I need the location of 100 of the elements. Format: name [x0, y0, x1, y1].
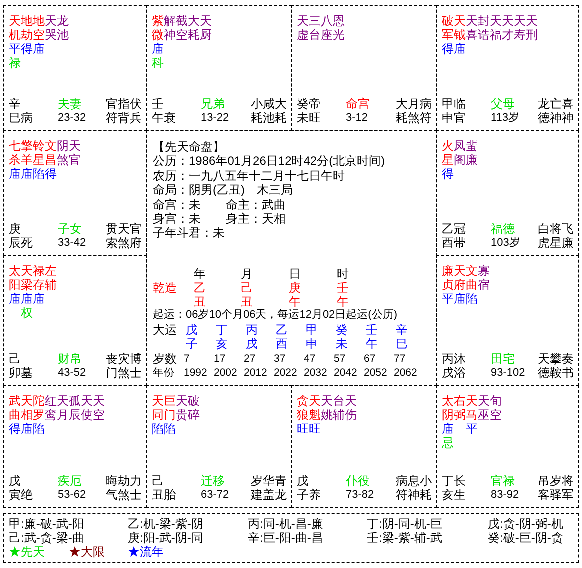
- star-name: 三台: [309, 14, 321, 42]
- transform-rule: 丙:同-机-昌-廉: [248, 517, 324, 531]
- age-range: 43-52: [58, 366, 86, 380]
- star-name: 天刑: [526, 14, 538, 42]
- star-name: 天钺: [454, 14, 466, 42]
- star-name: 地空: [33, 14, 45, 42]
- star-name: 天官: [69, 139, 81, 167]
- star-name: 廉贞: [442, 264, 454, 292]
- chart-text: 2052: [364, 366, 388, 380]
- brightness-mark: 庙: [454, 292, 466, 306]
- chart-text: 2042: [334, 366, 358, 380]
- chart-text: 2062: [394, 366, 418, 380]
- star-name: 天月: [57, 394, 69, 422]
- luck-pillar: 丁亥: [216, 323, 228, 351]
- life-stage: 长生: [454, 474, 466, 502]
- deity-name: 亡神: [550, 97, 562, 125]
- chart-text: 47: [304, 352, 316, 366]
- chart-text: 77: [394, 352, 406, 366]
- life-stage: 冠带: [454, 222, 466, 250]
- brightness-mark: 庙: [33, 42, 45, 56]
- chart-text: 日: [289, 267, 301, 281]
- transformation-mark: 禄: [9, 56, 21, 70]
- star-name: 凤阁: [454, 139, 466, 167]
- star-name: 贪狼: [297, 394, 309, 422]
- star-name: 八座: [321, 14, 333, 42]
- star-name: 天府: [454, 264, 466, 292]
- chart-text: 17: [214, 352, 226, 366]
- star-name: 恩光: [333, 14, 345, 42]
- star-name: 右弼: [454, 394, 466, 422]
- stem-table: [3, 513, 579, 563]
- star-name: 天寿: [514, 14, 526, 42]
- life-stage: 绝: [21, 488, 33, 502]
- star-name: 火星: [442, 139, 454, 167]
- pillar-text: 乾造: [153, 281, 177, 295]
- star-name: 太阳: [9, 264, 21, 292]
- chart-text: 岁数: [153, 352, 177, 366]
- brightness-mark: 庙: [454, 42, 466, 56]
- chart-text: 37: [274, 352, 286, 366]
- star-name: 蜚廉: [466, 139, 478, 167]
- age-range: 13-22: [201, 111, 230, 125]
- luck-pillar: 丙戌: [246, 323, 258, 351]
- star-name: 孤辰: [69, 394, 81, 422]
- chart-text: 身主：天相: [226, 212, 286, 226]
- luck-pillar: 乙酉: [276, 323, 288, 351]
- star-name: 太阴: [442, 394, 454, 422]
- chart-text: 农历：一九八五年十二月十七日午时: [153, 169, 345, 183]
- pillar-text: 乙丑: [194, 281, 206, 309]
- age-range: 23-32: [58, 111, 86, 125]
- life-stage: 临官: [454, 97, 466, 125]
- brightness-mark: 旺: [297, 422, 309, 436]
- chart-text: 身宫：未: [153, 212, 201, 226]
- deity-name: 天德: [538, 352, 550, 380]
- life-stage: 沐浴: [454, 352, 466, 380]
- palace-name: 迁移: [201, 474, 225, 488]
- deity-name: 青龙: [275, 474, 287, 502]
- star-name: 天魁: [309, 394, 321, 422]
- life-stage: 衰: [164, 111, 176, 125]
- star-name: 铃星: [33, 139, 45, 167]
- deity-name: 小耗: [420, 474, 432, 502]
- deity-name: 力士: [130, 474, 142, 502]
- pillar-text: 庚午: [289, 281, 301, 309]
- deity-name: 白虎: [538, 222, 550, 250]
- age-range: 33-42: [58, 236, 86, 250]
- deity-name: 丧门: [106, 352, 118, 380]
- transform-rule: 乙:机-梁-紫-阴: [128, 517, 204, 531]
- star-name: 解神: [164, 14, 176, 42]
- age-range: 3-12: [346, 111, 368, 125]
- deity-name: 官府: [130, 222, 142, 250]
- brightness-mark: 平: [466, 422, 478, 436]
- palace-cell: [436, 255, 579, 386]
- palace-name: 夫妻: [58, 97, 82, 111]
- chart-text: 7: [184, 352, 190, 366]
- star-name: 阴煞: [57, 139, 69, 167]
- star-name: 天福: [490, 14, 502, 42]
- star-name: 旬空: [490, 394, 502, 422]
- star-name: 封诰: [478, 14, 490, 42]
- chart-text: 1992: [184, 366, 208, 380]
- age-range: 83-92: [491, 488, 520, 502]
- transform-rule: 壬:梁-紫-辅-武: [367, 531, 442, 545]
- star-name: 地劫: [21, 14, 33, 42]
- star-name: 寡宿: [478, 264, 490, 292]
- deity-name: 劫煞: [118, 474, 130, 502]
- palace-cell: [3, 255, 147, 386]
- star-name: 紫微: [152, 14, 164, 42]
- age-range: 93-102: [491, 366, 526, 380]
- stem-branch: 乙酉: [442, 222, 454, 250]
- deity-name: 大耗: [275, 97, 287, 125]
- transform-rule: 己:武-贪-梁-曲: [9, 531, 84, 545]
- star-name: 天姚: [321, 394, 333, 422]
- palace-cell: [291, 5, 437, 131]
- star-name: 天巫: [478, 394, 490, 422]
- stem-branch: 丙戌: [442, 352, 454, 380]
- star-name: 文昌: [45, 139, 57, 167]
- brightness-mark: 得: [45, 167, 57, 181]
- brightness-mark: 陷: [152, 422, 164, 436]
- stem-branch: 戊子: [297, 474, 309, 502]
- palace-cell: [3, 385, 147, 508]
- palace-name: 兄弟: [201, 97, 225, 111]
- star-name: 天喜: [466, 14, 478, 42]
- star-name: 擎羊: [21, 139, 33, 167]
